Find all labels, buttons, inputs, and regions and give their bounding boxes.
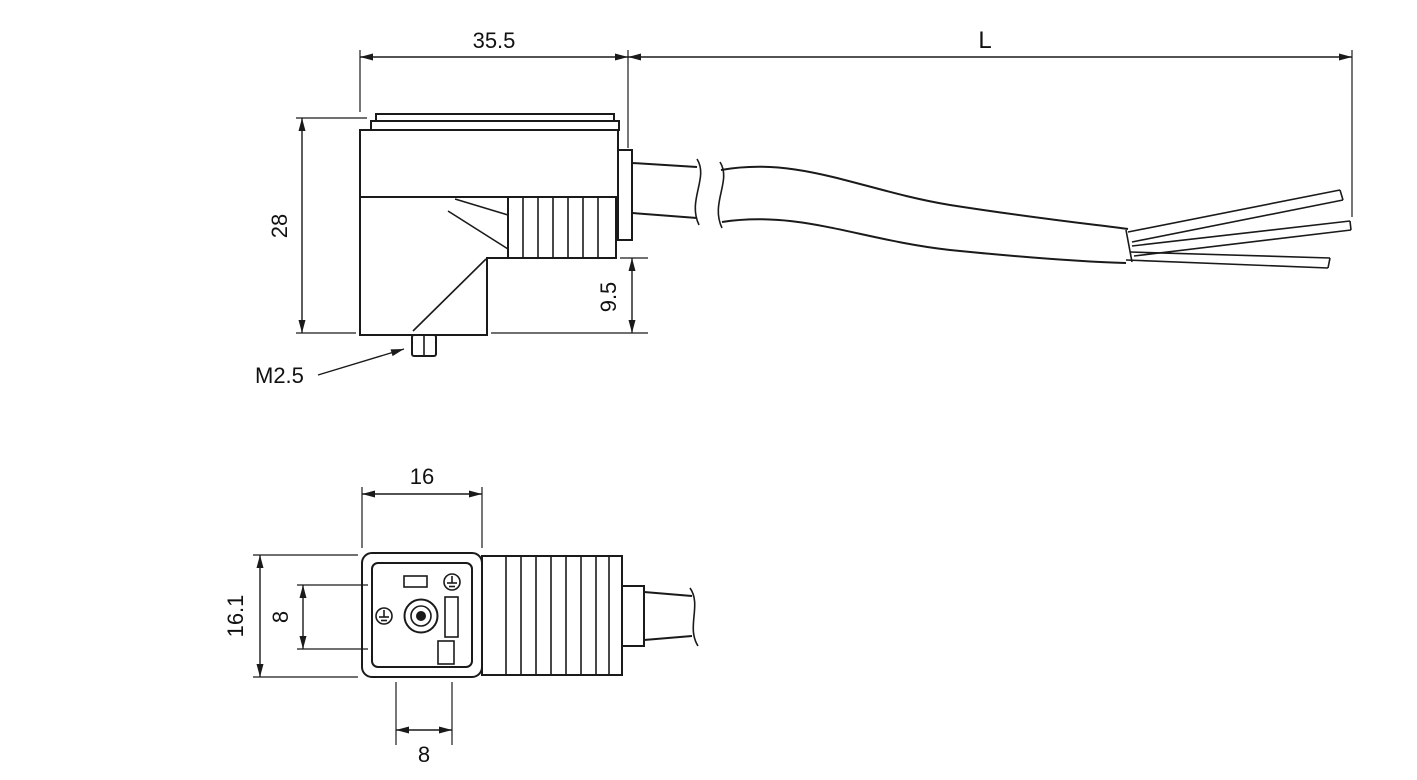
wire-middle xyxy=(1131,220,1352,257)
ground-symbol-top-right-icon xyxy=(443,573,461,591)
cable-stub-top xyxy=(631,162,698,168)
dim-cable-length-label: L xyxy=(978,27,991,54)
side-view-connector-body xyxy=(359,113,633,357)
side-view: 35.5 L 28 9.5 M2.5 xyxy=(255,27,1353,388)
body-upper xyxy=(359,129,619,198)
contact-right xyxy=(444,596,459,638)
dimension-cable-exit-height: 9.5 xyxy=(491,257,648,334)
face-inner xyxy=(371,562,473,668)
cable-stub-bottom xyxy=(631,212,698,219)
cable-break-right xyxy=(717,161,725,229)
screw-thread-callout: M2.5 xyxy=(255,348,405,388)
cable-break xyxy=(689,587,699,647)
dimension-cable-length: L xyxy=(628,27,1353,217)
body-lower-outline xyxy=(359,197,508,336)
dimension-contact-spacing-horizontal: 8 xyxy=(395,682,453,767)
screw-thread-label: M2.5 xyxy=(255,363,304,388)
screw-stub xyxy=(411,334,437,357)
cap-top-slab xyxy=(375,113,615,122)
central-screw xyxy=(403,598,439,634)
dim-contact-spacing-vertical-label: 8 xyxy=(268,611,293,623)
front-view-connector-face xyxy=(361,552,483,678)
dim-overall-width-label: 35.5 xyxy=(473,28,516,53)
dim-overall-height-label: 28 xyxy=(267,214,292,238)
dimension-front-height: 16.1 xyxy=(223,554,358,678)
wire-bottom xyxy=(1125,251,1331,269)
cable-stub-bottom xyxy=(643,635,693,641)
dimension-overall-height: 28 xyxy=(267,117,367,334)
gland-step xyxy=(621,585,645,647)
jacket-end xyxy=(1125,229,1133,263)
dim-contact-spacing-horizontal-label: 8 xyxy=(418,742,430,767)
cable-gland-ribs xyxy=(522,197,599,258)
dim-front-width-label: 16 xyxy=(410,464,434,489)
dimension-front-width: 16 xyxy=(361,464,483,548)
gland-ribs xyxy=(505,556,610,675)
cable-break-left xyxy=(694,158,702,226)
side-view-cable xyxy=(631,158,1352,269)
dim-front-height-label: 16.1 xyxy=(223,595,248,638)
dimension-contact-spacing-vertical: 8 xyxy=(268,584,368,650)
dim-cable-exit-height-label: 9.5 xyxy=(596,282,621,313)
wire-top xyxy=(1127,189,1344,243)
dimension-overall-width: 35.5 xyxy=(359,28,629,148)
front-view-gland xyxy=(481,555,699,676)
contact-bottom xyxy=(437,640,455,665)
gland-body xyxy=(481,555,623,676)
cable-gland xyxy=(507,196,617,259)
internal-funnel-lines xyxy=(412,198,509,332)
front-view: 16 16.1 8 8 xyxy=(223,464,699,767)
cable-jacket-bottom xyxy=(721,218,1127,264)
cap-second-slab xyxy=(370,120,620,131)
cable-exit-step xyxy=(617,149,633,241)
ground-symbol-left-icon xyxy=(375,607,393,625)
cable-jacket-top xyxy=(720,165,1129,230)
contact-top xyxy=(403,575,428,588)
cable-stub-top xyxy=(643,591,693,597)
